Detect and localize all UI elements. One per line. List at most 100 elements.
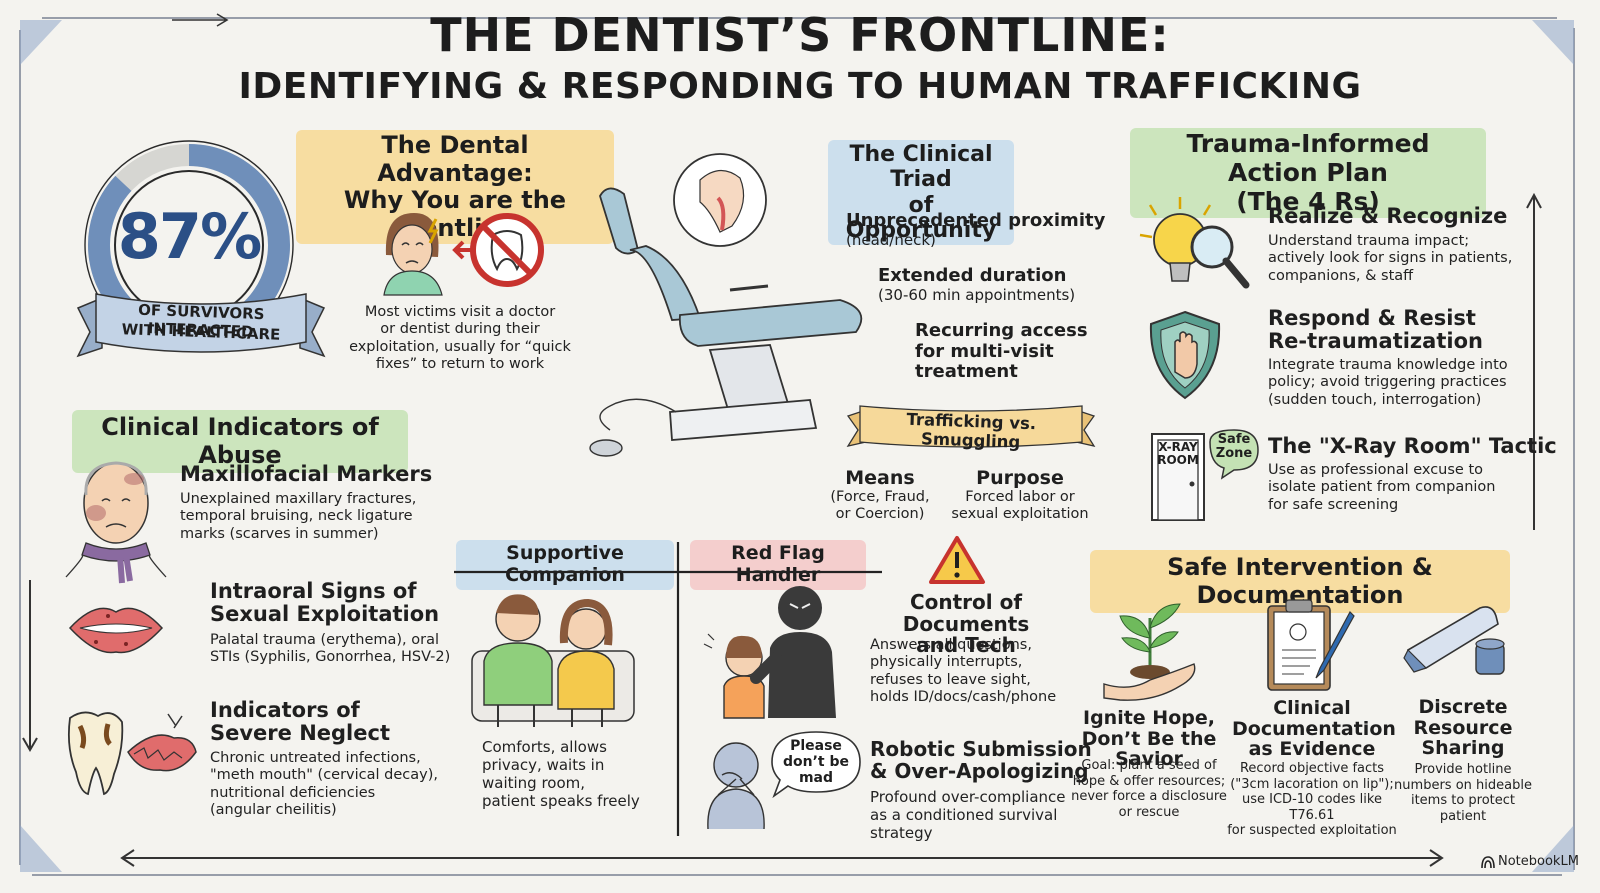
maxillofacial-text-line: Unexplained maxillary fractures,	[180, 491, 417, 507]
realize-text: Understand trauma impact; actively look …	[1268, 233, 1512, 285]
intraoral-title-line: Sexual Exploitation	[210, 601, 440, 626]
supportive-text-line: privacy, waits in	[482, 756, 605, 774]
dental-advantage-text-line: fixes” to return to work	[375, 356, 545, 373]
neglect-title-line: Severe Neglect	[210, 720, 390, 745]
comparison-divider	[454, 542, 882, 836]
clinical-triad-heading-line2: of Opportunity	[845, 192, 997, 243]
xray-text-line: isolate patient from companion	[1268, 479, 1496, 496]
notebooklm-logo-icon	[1481, 856, 1495, 869]
triad-item-duration: Extended duration (30-60 min appointment…	[878, 265, 1076, 304]
lips-icon	[68, 607, 164, 654]
documentation-text-line: Record objective facts	[1239, 761, 1385, 776]
realize-text-line: actively look for signs in patients,	[1268, 250, 1513, 267]
robotic-title-line: Robotic Submission	[870, 737, 1092, 761]
respond-title: Respond & Resist Re-traumatization	[1268, 307, 1483, 352]
resource-sharing-text-line: items to protect	[1410, 793, 1516, 809]
speech-bubble-line: don’t be	[782, 754, 849, 771]
control-docs-title-line: Control of Documents	[902, 590, 1030, 636]
respond-title-line: Respond & Resist	[1268, 306, 1476, 330]
control-docs-text: Answers all questions, physically interr…	[870, 637, 1056, 707]
plant-hand-icon	[1103, 603, 1196, 701]
robotic-text-line: as a conditioned survival	[870, 806, 1058, 824]
robotic-text: Profound over-compliance as a conditione…	[870, 788, 1066, 842]
dental-advantage-text-line: or dentist during their	[380, 321, 540, 338]
documentation-text-line: use ICD-10 codes like T76.61	[1242, 792, 1382, 823]
handler-figure-icon	[703, 586, 836, 719]
resource-sharing-text-line: patient	[1439, 808, 1487, 824]
robotic-text-line: strategy	[870, 824, 933, 842]
intraoral-text: Palatal trauma (erythema), oral STIs (Sy…	[210, 632, 450, 667]
no-tooth-icon	[452, 213, 544, 287]
documentation-text: Record objective facts ("3cm lacoration …	[1226, 761, 1398, 839]
xray-text-line: Use as professional excuse to	[1268, 462, 1484, 478]
speech-bubble	[771, 731, 861, 799]
door-label-line: ROOM	[1157, 453, 1199, 468]
maxillofacial-title: Maxillofacial Markers	[180, 463, 432, 486]
respond-title-line: Re-traumatization	[1268, 328, 1483, 353]
main-title: THE DENTIST’S FRONTLINE:	[430, 8, 1170, 62]
xray-text-line: for safe screening	[1268, 496, 1399, 513]
clinical-indicators-heading: Clinical Indicators of Abuse	[72, 410, 408, 474]
speech-bubble-text: Please don’t be mad	[776, 738, 856, 786]
supportive-text-line: Comforts, allows	[482, 738, 607, 756]
respond-text: Integrate trauma knowledge into policy; …	[1268, 357, 1508, 409]
dental-advantage-text: Most victims visit a doctor or dentist d…	[340, 304, 580, 374]
realize-title-line: Realize & Recognize	[1268, 204, 1508, 228]
respond-text-line: (sudden touch, interrogation)	[1268, 391, 1482, 408]
triad-item-title: treatment	[915, 361, 1018, 383]
intraoral-text-line: STIs (Syphilis, Gonorrhea, HSV-2)	[210, 649, 451, 666]
resource-sharing-title-line: Sharing	[1421, 737, 1505, 760]
action-plan-heading: Trauma-Informed Action Plan (The 4 Rs)	[1130, 128, 1486, 219]
action-plan-heading-line1: Trauma-Informed Action Plan	[1186, 129, 1430, 187]
triad-item-sub: (30-60 min appointments)	[878, 285, 1076, 304]
ignite-hope-text-line: hope & offer resources;	[1072, 773, 1226, 789]
triad-item-proximity: Unprecedented proximity (head/neck)	[846, 210, 1105, 249]
ignite-hope-title-line: Don’t Be the Savior	[1081, 727, 1217, 771]
brand-label: NotebookLM	[1498, 854, 1579, 869]
speech-bubble-line: mad	[798, 770, 834, 787]
xray-door-icon	[1151, 429, 1259, 521]
control-docs-text-line: holds ID/docs/cash/phone	[870, 689, 1057, 706]
sketch-frame	[19, 13, 1575, 876]
realize-text-line: companions, & staff	[1268, 267, 1414, 284]
ignite-hope-title: Ignite Hope, Don’t Be the Savior	[1066, 708, 1232, 770]
means-block: Means (Force, Fraud, or Coercion)	[824, 468, 936, 523]
dental-advantage-heading-line1: The Dental Advantage:	[377, 131, 533, 187]
clinical-triad-heading: The Clinical Triad of Opportunity	[828, 140, 1014, 246]
door-label-line: X-RAY	[1158, 440, 1198, 454]
resource-sharing-text-line: numbers on hideable	[1394, 777, 1532, 793]
robotic-text-line: Profound over-compliance	[870, 788, 1066, 806]
intraoral-title-line: Intraoral Signs of	[210, 579, 417, 603]
triad-item-title: Extended duration	[878, 265, 1067, 286]
stat-value: 87%	[117, 200, 262, 273]
maxillofacial-text: Unexplained maxillary fractures, tempora…	[180, 491, 416, 543]
victim-icon	[383, 213, 443, 296]
control-docs-text-line: Answers all questions,	[870, 637, 1032, 653]
neglect-text: Chronic untreated infections, "meth mout…	[210, 750, 438, 820]
triad-item-title: Recurring access	[915, 320, 1088, 341]
dental-advantage-text-line: Most victims visit a doctor	[364, 304, 556, 320]
dental-advantage-text-line: exploitation, usually for “quick	[349, 338, 571, 355]
bruised-face-icon	[65, 461, 167, 584]
documentation-title-line: as Evidence	[1248, 738, 1376, 761]
neglect-text-line: "meth mouth" (cervical decay),	[210, 767, 438, 784]
documentation-title: Clinical Documentation as Evidence	[1232, 698, 1396, 761]
triad-item-title: for multi-visit	[915, 340, 1054, 362]
dental-chair-illustration	[589, 153, 863, 457]
neglect-text-line: (angular cheilitis)	[210, 802, 337, 819]
respond-text-line: Integrate trauma knowledge into	[1268, 357, 1508, 373]
stat-ribbon	[76, 293, 326, 358]
trafficking-banner-label: Trafficking vs. Smuggling	[906, 409, 1037, 452]
resource-sharing-title: Discrete Resource Sharing	[1398, 697, 1528, 759]
neglect-title-line: Indicators of	[210, 698, 360, 722]
control-docs-title-line: and Tech	[916, 633, 1016, 658]
intraoral-text-line: Palatal trauma (erythema), oral	[210, 632, 439, 648]
red-flag-handler-heading: Red Flag Handler	[690, 540, 866, 590]
xray-title: The "X-Ray Room" Tactic	[1268, 435, 1557, 458]
robotic-title-line: & Over-Apologizing	[870, 758, 1089, 783]
clinical-triad-heading-line1: The Clinical Triad	[849, 142, 993, 193]
documentation-text-line: for suspected exploitation	[1227, 823, 1397, 839]
control-docs-title: Control of Documents and Tech	[866, 590, 1066, 658]
resource-sharing-title-line: Discrete	[1418, 696, 1508, 718]
means-title: Means	[845, 467, 915, 489]
